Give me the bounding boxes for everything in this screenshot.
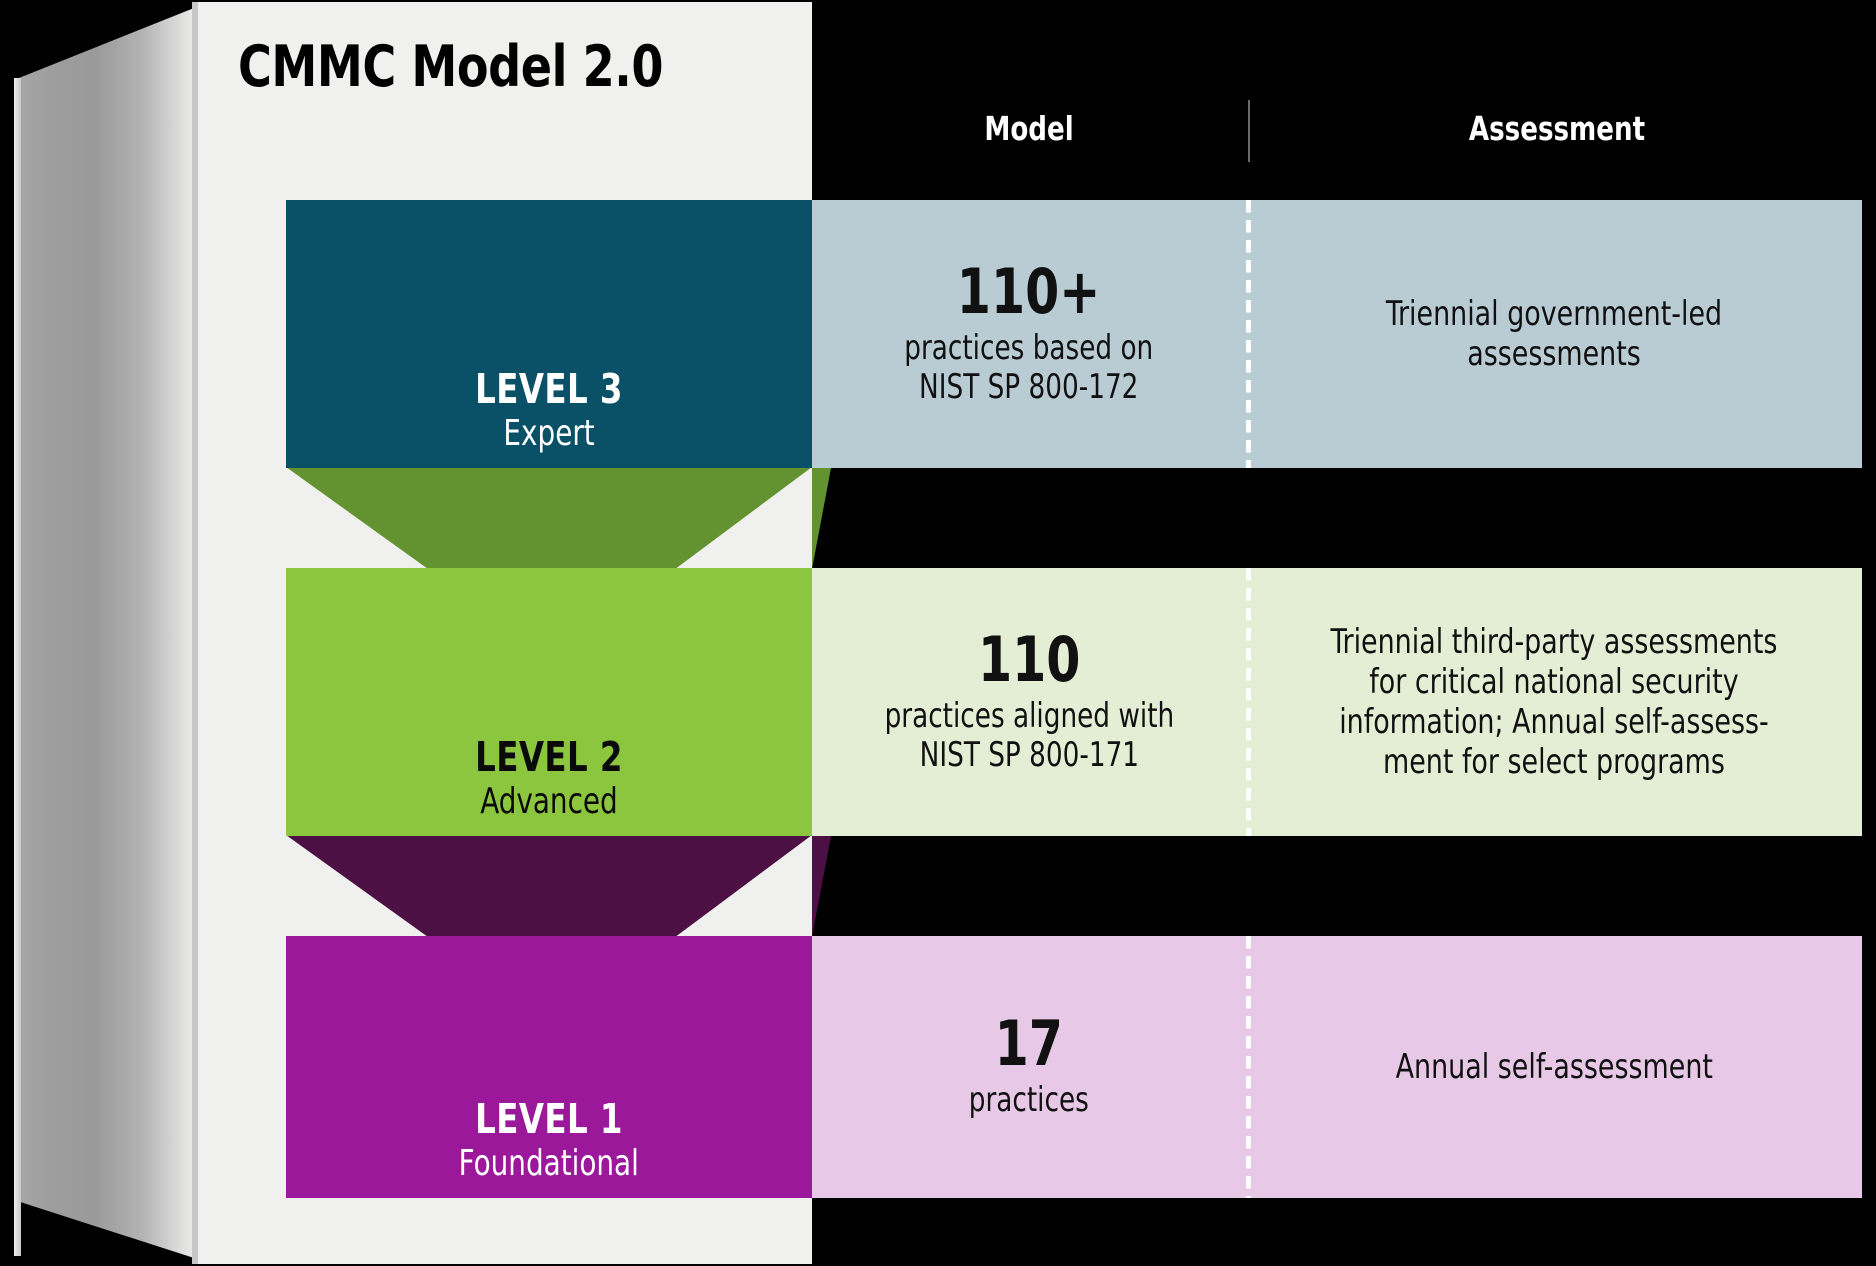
level-2-descriptor: Advanced — [480, 780, 618, 822]
level-1-assessment-text: Annual self-assessment — [1395, 1046, 1713, 1087]
level-3-name: LEVEL 3 — [475, 364, 623, 413]
column-header-assessment: Assessment — [1468, 109, 1646, 148]
header-column-divider — [1248, 100, 1250, 162]
level-1-name: LEVEL 1 — [475, 1094, 623, 1143]
level-2-column-divider — [1246, 568, 1251, 836]
level-3-column-divider — [1246, 200, 1251, 468]
level-3-descriptor: Expert — [503, 412, 595, 454]
three-d-slab-left-edge — [14, 78, 21, 1256]
level-2-bar[interactable]: LEVEL 2 Advanced — [286, 568, 812, 836]
level-2-name: LEVEL 2 — [475, 732, 623, 781]
level3-to-level2-connector-extension — [812, 467, 832, 569]
column-header-model: Model — [984, 109, 1074, 148]
level-1-practice-count: 17 — [994, 1007, 1064, 1081]
page-title: CMMC Model 2.0 — [238, 34, 663, 100]
level-1-column-divider — [1246, 936, 1251, 1198]
three-d-slab-side — [14, 8, 194, 1258]
level-3-bar[interactable]: LEVEL 3 Expert — [286, 200, 812, 468]
model-card-bottom-trim — [198, 1198, 812, 1264]
level-1-assessment-cell: Annual self-assessment — [1246, 936, 1862, 1198]
level-1-model-detail: practices — [968, 1080, 1090, 1121]
level-1-data-panel: 17 practices Annual self-assessment — [812, 936, 1862, 1198]
level-1-bar[interactable]: LEVEL 1 Foundational — [286, 936, 812, 1198]
level-2-practice-count: 110 — [977, 622, 1081, 696]
three-d-slab-front-edge — [192, 2, 198, 1264]
level-1-descriptor: Foundational — [458, 1142, 640, 1184]
level2-to-level1-connector-extension — [812, 835, 832, 937]
level-1-model-cell: 17 practices — [812, 936, 1246, 1198]
level-3-practice-count: 110+ — [957, 254, 1101, 328]
